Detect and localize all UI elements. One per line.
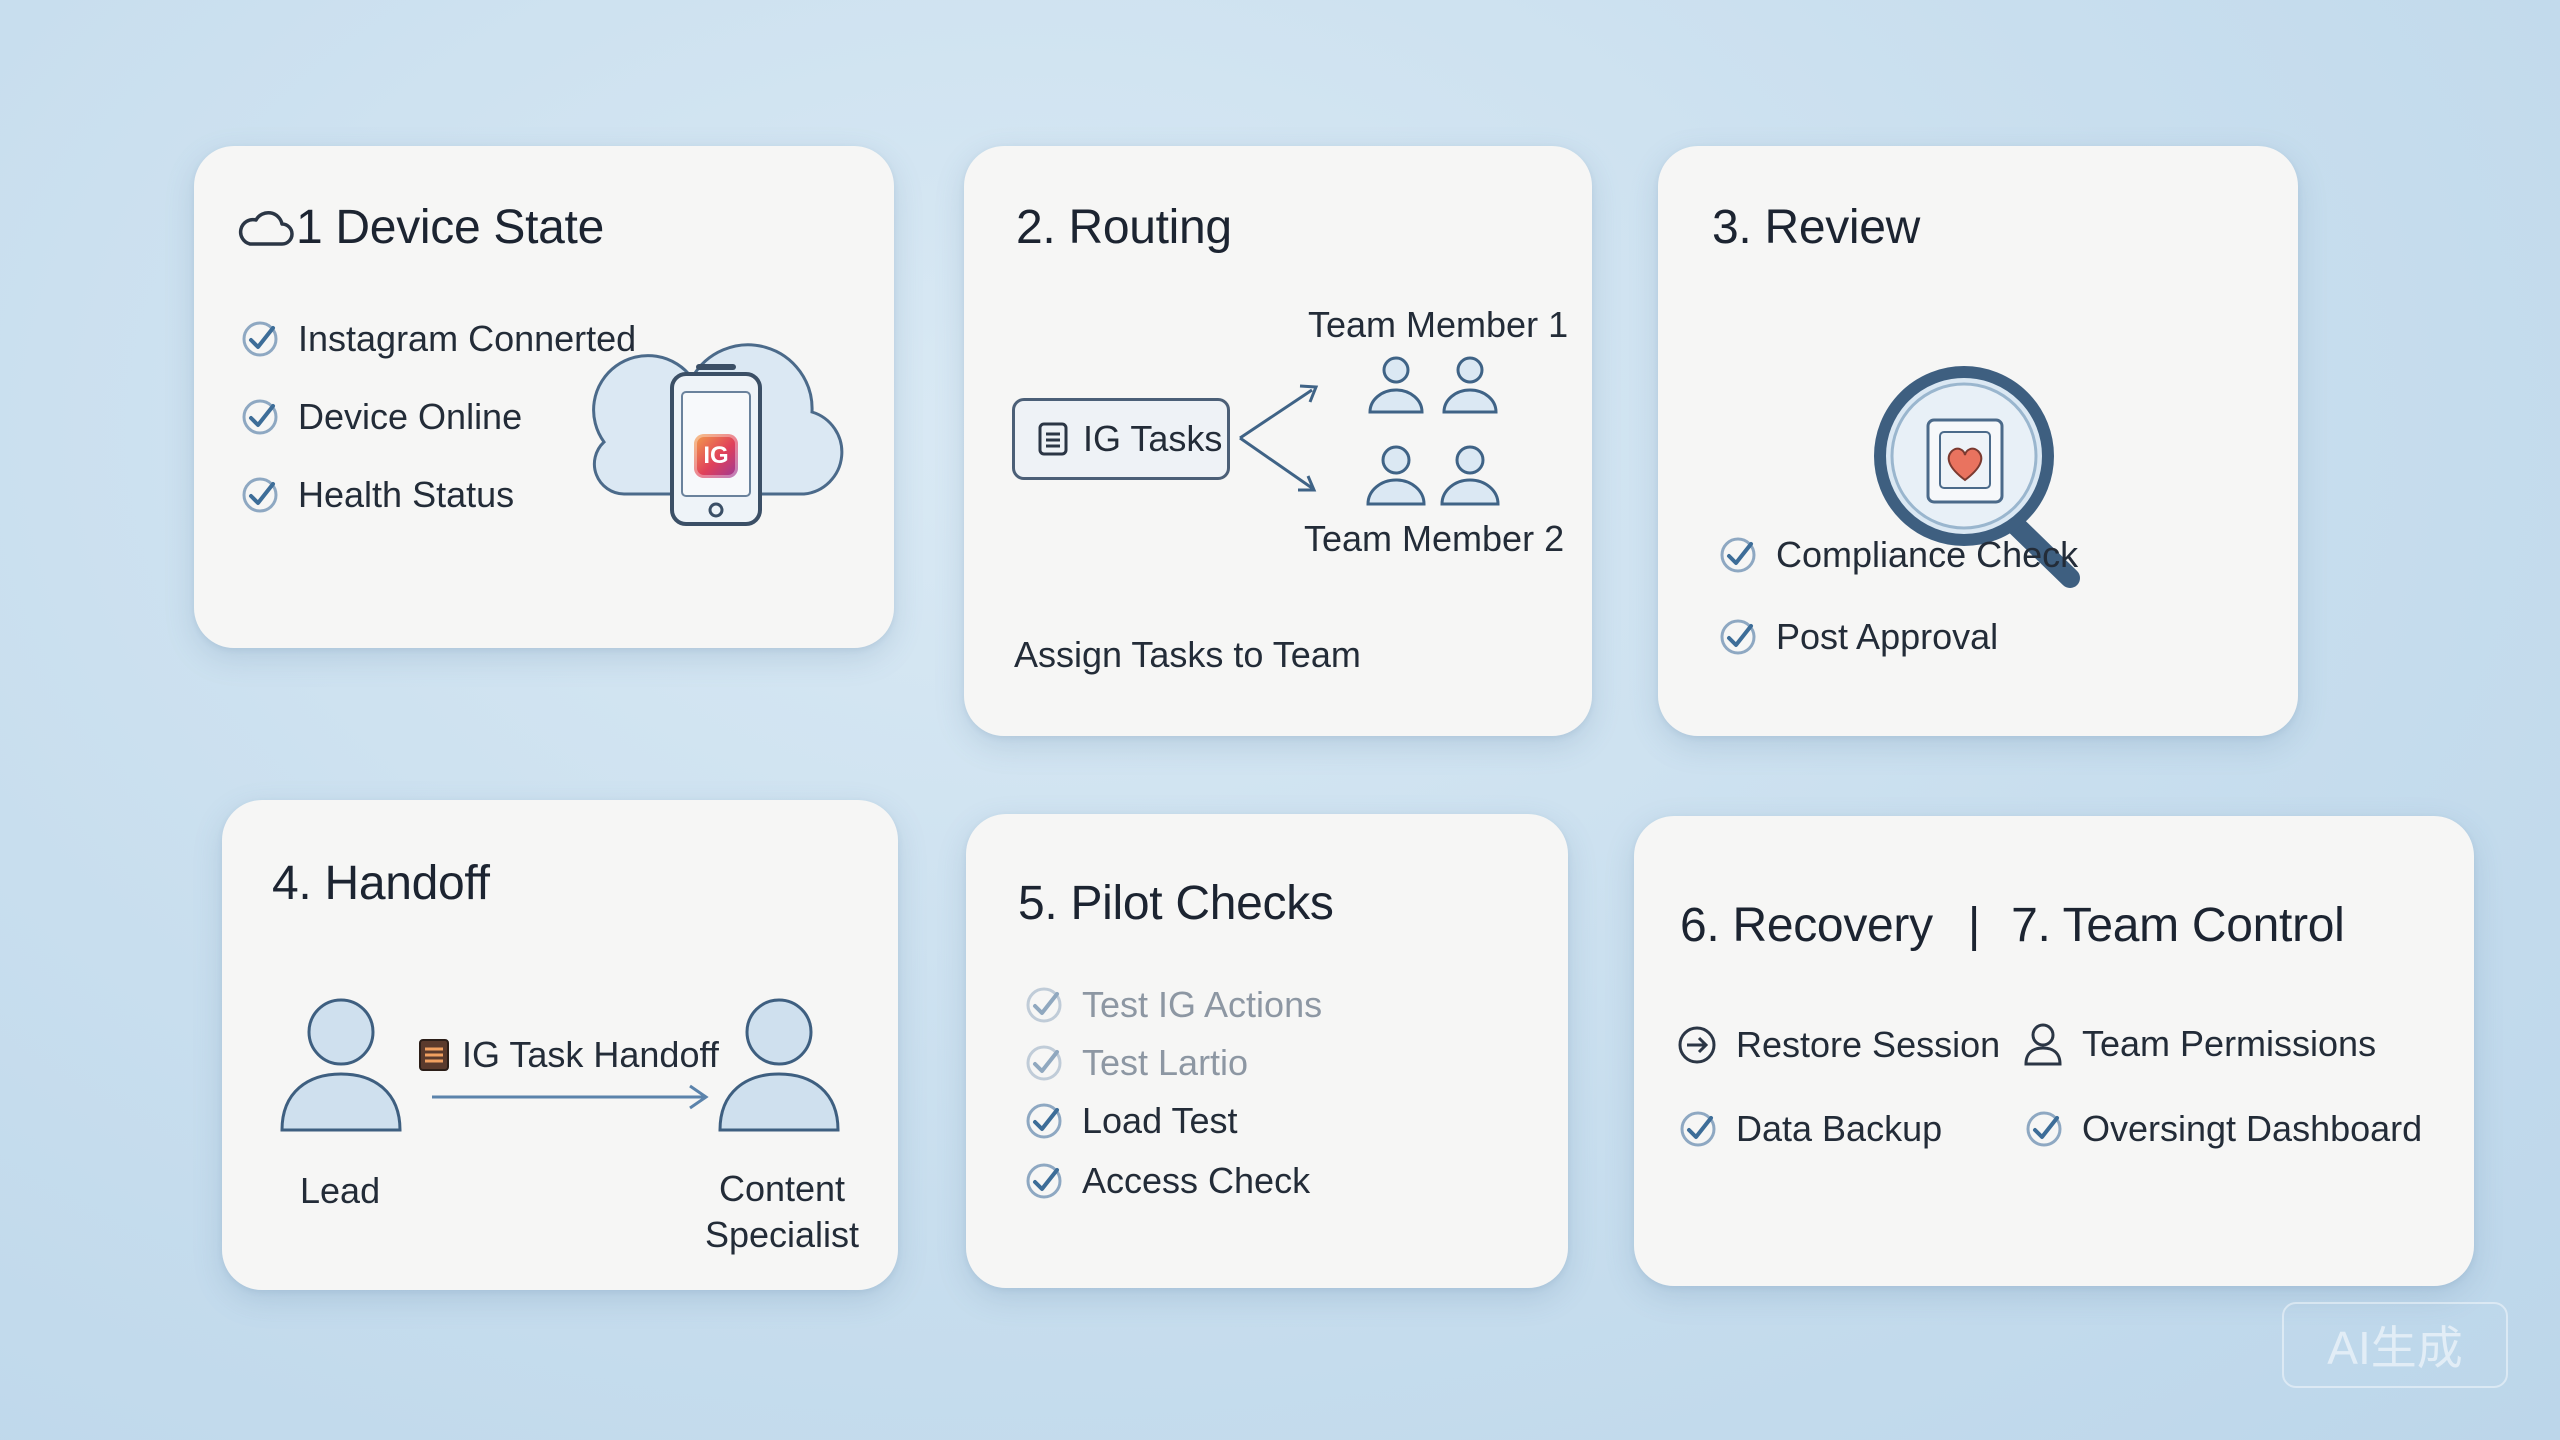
check-icon	[1720, 537, 1756, 573]
check-icon	[2026, 1111, 2062, 1147]
check-icon	[1026, 1045, 1062, 1081]
check-icon	[1026, 1103, 1062, 1139]
card-review: 3. Review Compliance Check Post Approval	[1658, 146, 2298, 736]
cloud-phone-illustration	[592, 343, 844, 526]
check-icon	[242, 399, 278, 435]
card-title: 4. Handoff	[272, 857, 490, 910]
magnifier-icon	[1874, 366, 2080, 588]
lead-label: Lead	[300, 1170, 381, 1211]
card-title: 3. Review	[1712, 201, 1921, 254]
list-item: Test Lartio	[1024, 1042, 1248, 1084]
restore-icon	[1678, 1026, 1716, 1064]
team-member-1-label: Team Member 1	[1308, 304, 1569, 345]
card-handoff: 4. Handoff Lead IG Task Handoff Content …	[222, 800, 898, 1290]
list-item: Compliance Check	[1718, 534, 2078, 576]
list-item: Health Status	[240, 474, 514, 516]
check-icon	[242, 321, 278, 357]
card-device-state: 1 Device State Instagram Connerted Devic…	[194, 146, 894, 648]
check-icon	[1680, 1111, 1716, 1147]
list-item: Restore Session	[1676, 1024, 2000, 1066]
list-item: Oversingt Dashboard	[2024, 1108, 2422, 1150]
list-icon	[1038, 422, 1068, 456]
card-title: 2. Routing	[1016, 201, 1232, 254]
check-icon	[242, 477, 278, 513]
task-icon	[419, 1039, 449, 1071]
watermark: AI生成	[2282, 1302, 2508, 1388]
list-item: Data Backup	[1678, 1108, 1942, 1150]
list-item: Access Check	[1024, 1160, 1310, 1202]
person-icon	[280, 998, 402, 1132]
check-icon	[1026, 1163, 1062, 1199]
people-icon	[1368, 356, 1498, 414]
ig-tasks-box: IG Tasks	[1012, 398, 1230, 480]
people-icon	[1366, 445, 1500, 506]
check-icon	[1720, 619, 1756, 655]
list-item: Team Permissions	[2022, 1022, 2376, 1066]
cloud-icon	[238, 211, 294, 246]
card-title: 5. Pilot Checks	[1018, 877, 1334, 930]
team-member-2-label: Team Member 2	[1304, 518, 1565, 559]
card-title: 1 Device State	[296, 201, 604, 254]
card-recovery-team-control: 6. Recovery | 7. Team Control Restore Se…	[1634, 816, 2474, 1286]
card-title: 6. Recovery | 7. Team Control	[1680, 899, 2345, 952]
list-item: Post Approval	[1718, 616, 1998, 658]
card-pilot-checks: 5. Pilot Checks Test IG Actions Test Lar…	[966, 814, 1568, 1288]
title-separator: |	[1967, 899, 1981, 952]
list-item: Device Online	[240, 396, 522, 438]
list-item: Instagram Connerted	[240, 318, 636, 360]
content-specialist-label: Content Specialist	[704, 1168, 860, 1255]
routing-arrows	[1239, 384, 1319, 492]
card-routing: 2. Routing IG Tasks Team Member 1 Team M…	[964, 146, 1592, 736]
ig-badge: IG	[694, 434, 738, 478]
list-item: Load Test	[1024, 1100, 1237, 1142]
handoff-label: IG Task Handoff	[462, 1034, 719, 1075]
routing-caption: Assign Tasks to Team	[1014, 634, 1361, 675]
list-item: Test IG Actions	[1024, 984, 1322, 1026]
user-icon	[2024, 1023, 2062, 1066]
check-icon	[1026, 987, 1062, 1023]
person-icon	[718, 998, 840, 1132]
handoff-arrow	[432, 1084, 709, 1110]
